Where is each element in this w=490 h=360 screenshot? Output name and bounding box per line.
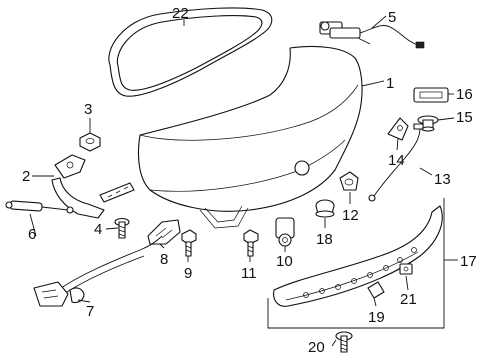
callout-4: 4 [94,221,102,238]
callout-16: 16 [456,86,473,103]
part-4-bolt [114,217,130,239]
part-2-hinge [51,154,135,219]
part-11-bolt [243,229,259,257]
part-20-screw [335,331,353,353]
callout-12: 12 [342,207,359,224]
callout-15: 15 [456,109,473,126]
callout-11: 11 [241,265,257,282]
part-18-plug [315,199,335,218]
callout-19: 19 [368,309,385,326]
callout-7: 7 [86,303,94,320]
part-7-latch-cable [33,235,163,307]
callout-18: 18 [316,231,333,248]
callout-6: 6 [28,226,36,243]
callout-2: 2 [22,168,30,185]
callout-21: 21 [400,291,417,308]
part-17-spoiler [267,198,458,329]
part-22-seal [108,7,273,97]
part-9-bolt [181,229,197,257]
callout-22: 22 [172,5,189,22]
callout-10: 10 [276,253,293,270]
callout-5: 5 [388,9,396,26]
callout-20: 20 [308,339,325,356]
callout-14: 14 [388,152,405,169]
part-5-actuator [319,21,425,49]
part-13-cable [368,123,424,202]
callout-8: 8 [160,251,168,268]
callout-9: 9 [184,265,192,282]
part-12-bumper [339,171,359,191]
callout-3: 3 [84,101,92,118]
part-19-clip [367,281,385,299]
part-3-nut [79,132,101,152]
part-1-trunk-lid [137,45,363,229]
part-14-bracket [387,117,409,141]
leader-lines [29,15,455,347]
part-8-latch [147,219,181,245]
part-21-clip [399,263,413,275]
part-6-strut [5,200,74,214]
part-10-clip [275,217,295,247]
part-16-lamp [413,87,449,103]
callout-1: 1 [386,75,394,92]
callout-17: 17 [460,253,477,270]
callout-13: 13 [434,171,451,188]
